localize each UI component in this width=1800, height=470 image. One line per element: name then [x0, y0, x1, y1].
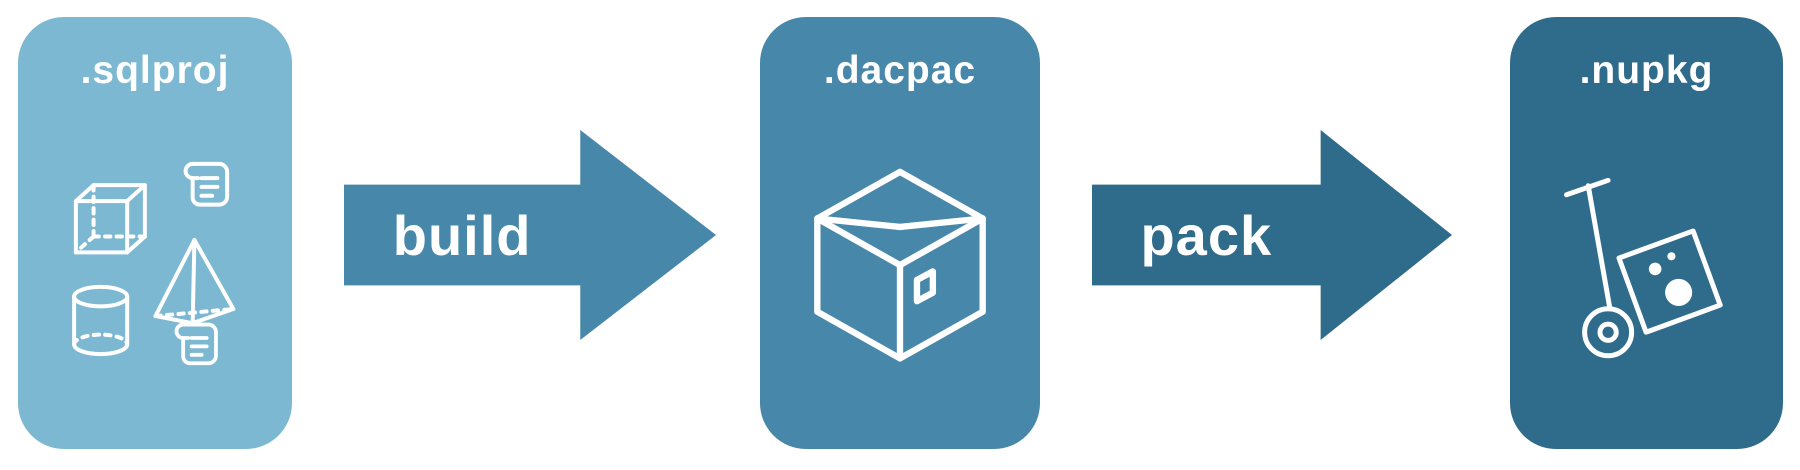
nuget-blobs-icon	[1648, 251, 1692, 306]
node-nupkg: .nupkg	[1510, 17, 1783, 449]
script-scroll-icon	[183, 161, 229, 207]
pack-arrow-shape	[1092, 130, 1452, 340]
build-arrow: build	[344, 130, 716, 340]
node-dacpac: .dacpac	[760, 17, 1040, 449]
node-dacpac-label: .dacpac	[823, 49, 977, 92]
package-box-icon-svg	[814, 168, 986, 362]
pack-arrow-polygon	[1092, 130, 1452, 340]
script-scroll-icon	[174, 322, 218, 366]
node-sqlproj: .sqlproj	[18, 17, 292, 449]
pack-arrow-label: pack	[1140, 203, 1273, 267]
node-sqlproj-label: .sqlproj	[80, 49, 230, 92]
sql-objects-scripts-icon	[18, 93, 292, 449]
sql-objects-scripts-icon-svg	[71, 161, 235, 366]
hand-truck-package-icon	[1510, 93, 1783, 449]
build-arrow-shape	[344, 130, 716, 340]
package-box-icon	[760, 93, 1040, 449]
database-cylinder-icon	[71, 284, 129, 357]
pyramid-icon	[153, 238, 235, 326]
cube-icon	[73, 183, 147, 255]
build-arrow-label: build	[392, 203, 532, 267]
build-arrow-polygon	[344, 130, 716, 340]
pack-arrow: pack	[1092, 130, 1452, 340]
hand-truck-package-icon-svg	[1563, 177, 1723, 358]
node-nupkg-label: .nupkg	[1579, 49, 1714, 92]
